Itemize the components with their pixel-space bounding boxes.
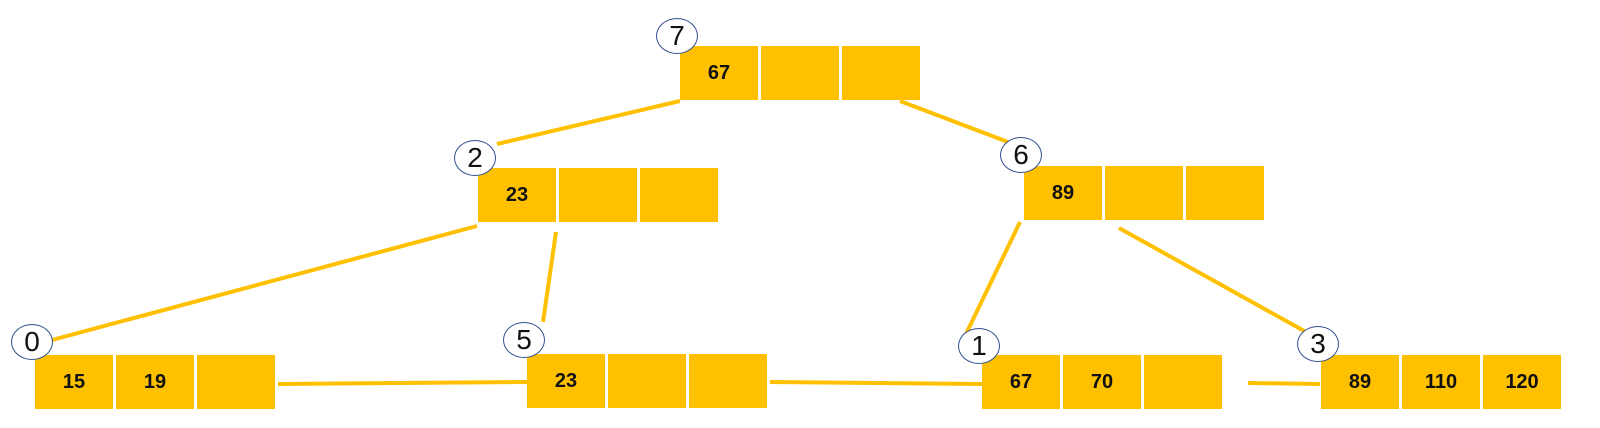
node-1: 67 70	[982, 355, 1222, 409]
node-0-key-2: 19	[116, 355, 194, 409]
node-1-id-badge: 1	[958, 328, 1000, 364]
node-1-key-2: 70	[1063, 355, 1141, 409]
node-3-key-1: 89	[1321, 355, 1399, 409]
node-5-key-3	[689, 354, 767, 408]
node-0: 15 19	[35, 355, 275, 409]
node-6-key-1: 89	[1024, 166, 1102, 220]
node-0-key-3	[197, 355, 275, 409]
node-7-key-3	[842, 46, 920, 100]
leaf-link-0-5	[277, 380, 528, 386]
node-0-key-1: 15	[35, 355, 113, 409]
node-3-id-badge: 3	[1297, 326, 1339, 362]
node-5-key-1: 23	[527, 354, 605, 408]
node-3-key-2: 110	[1402, 355, 1480, 409]
node-6-key-2	[1105, 166, 1183, 220]
node-6: 89	[1024, 166, 1264, 220]
node-7: 67	[680, 46, 920, 100]
node-1-key-1: 67	[982, 355, 1060, 409]
node-2-key-1: 23	[478, 168, 556, 222]
node-5: 23	[527, 354, 767, 408]
edge-2-0	[51, 224, 478, 342]
node-7-key-2	[761, 46, 839, 100]
edge-7-2	[496, 99, 681, 146]
node-5-key-2	[608, 354, 686, 408]
node-3: 89 110 120	[1321, 355, 1561, 409]
edge-6-3	[1118, 226, 1307, 334]
node-3-key-3: 120	[1483, 355, 1561, 409]
edge-2-5	[541, 231, 558, 323]
node-7-key-1: 67	[680, 46, 758, 100]
node-7-id-badge: 7	[656, 18, 698, 54]
node-2-key-2	[559, 168, 637, 222]
node-2: 23	[478, 168, 718, 222]
leaf-link-1-3	[1247, 381, 1321, 386]
node-2-key-3	[640, 168, 718, 222]
node-0-id-badge: 0	[11, 324, 53, 360]
node-6-id-badge: 6	[1000, 137, 1042, 173]
node-1-key-3	[1144, 355, 1222, 409]
edge-6-1	[964, 221, 1022, 335]
edge-7-6	[899, 99, 1009, 144]
node-5-id-badge: 5	[503, 322, 545, 358]
node-2-id-badge: 2	[454, 140, 496, 176]
node-6-key-3	[1186, 166, 1264, 220]
leaf-link-5-1	[769, 380, 983, 386]
